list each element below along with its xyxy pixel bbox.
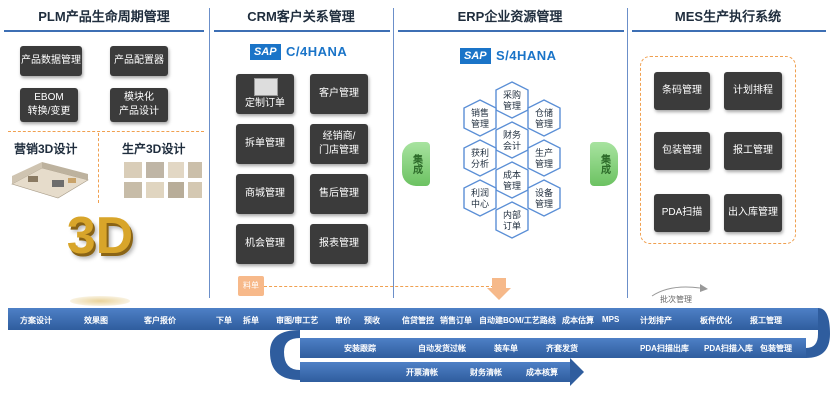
erp-title: ERP企业资源管理 xyxy=(457,9,563,24)
batch-arrow xyxy=(651,284,708,297)
step-label: 审价 xyxy=(335,316,351,325)
bom-flow-line xyxy=(264,286,494,287)
hex-production xyxy=(527,139,561,177)
step-label: 客户报价 xyxy=(144,316,176,325)
mes-box-packaging: 包装管理 xyxy=(654,132,710,170)
integration-left-badge: 集成 xyxy=(402,142,430,186)
column-separator xyxy=(209,8,210,298)
hex-internal-order xyxy=(495,201,529,239)
svg-text:销售管理: 销售管理 xyxy=(471,107,489,129)
mes-title-underline xyxy=(632,30,826,32)
mes-box-inout: 出入库管理 xyxy=(724,194,782,232)
bom-tag: 料单 xyxy=(238,276,264,296)
step-label: 自动发货过帐 xyxy=(418,344,466,353)
step-label: 审图/审工艺 xyxy=(276,316,319,325)
hex-sales xyxy=(463,99,497,137)
production-3d-label: 生产3D设计 xyxy=(122,142,186,156)
crm-box-report: 报表管理 xyxy=(310,224,368,264)
hex-profitability xyxy=(463,139,497,177)
step-label: 装车单 xyxy=(494,344,518,353)
step-label: 信贷管控 xyxy=(402,316,434,325)
production-3d-image xyxy=(124,162,202,198)
batch-tag: 批次管理 xyxy=(660,295,692,304)
sap-logo-crm: SAP xyxy=(250,44,281,60)
svg-text:利润中心: 利润中心 xyxy=(471,187,489,209)
svg-text:仓储管理: 仓储管理 xyxy=(535,107,553,129)
svg-text:生产管理: 生产管理 xyxy=(535,147,553,169)
step-label: 计划排产 xyxy=(640,316,672,325)
crm-box-after-sales: 售后管理 xyxy=(310,174,368,214)
bom-flow-arrow xyxy=(487,278,511,300)
marketing-3d-label: 营销3D设计 xyxy=(14,142,78,156)
step-label: 成本核算 xyxy=(526,368,558,377)
mes-title: MES生产执行系统 xyxy=(674,9,782,24)
plm-box-product-data: 产品数据管理 xyxy=(20,46,82,76)
hex-procurement xyxy=(495,81,529,119)
svg-text:获利分析: 获利分析 xyxy=(471,147,489,169)
order-form-icon xyxy=(254,78,278,96)
gold-3d-shadow xyxy=(70,296,130,306)
crm-box-mall: 商城管理 xyxy=(236,174,294,214)
hex-equipment xyxy=(527,179,561,217)
step-label: 开票清帐 xyxy=(406,368,438,377)
step-label: 报工管理 xyxy=(750,316,782,325)
crm-product-name: C/4HANA xyxy=(286,44,348,59)
step-label: 效果图 xyxy=(84,316,108,325)
column-separator xyxy=(627,8,628,298)
plm-title: PLM产品生命周期管理 xyxy=(38,9,170,24)
step-label: 预收 xyxy=(364,316,380,325)
svg-text:财务会计: 财务会计 xyxy=(503,129,521,151)
step-label: 拆单 xyxy=(243,316,259,325)
plm-divider-vertical xyxy=(98,133,99,203)
svg-text:成本管理: 成本管理 xyxy=(503,169,521,191)
erp-product-name: S/4HANA xyxy=(496,48,557,63)
step-label: 下单 xyxy=(216,316,232,325)
crm-title-underline xyxy=(214,30,390,32)
plm-box-modular-design: 模块化 产品设计 xyxy=(110,88,168,122)
crm-box-custom-order: 定制订单 xyxy=(236,74,294,114)
step-label: 成本估算 xyxy=(562,316,594,325)
marketing-3d-image xyxy=(11,162,89,199)
mes-box-work-report: 报工管理 xyxy=(724,132,782,170)
hex-finance xyxy=(495,121,529,159)
step-label: PDA扫描出库 xyxy=(640,344,689,353)
erp-title-underline xyxy=(398,30,624,32)
erp-honeycomb: 采购管理 销售管理 仓储管理 财务会计 获利分析 生产管理 成本管理 利润中心 … xyxy=(463,81,561,239)
plm-title-underline xyxy=(4,30,204,32)
step-label: MPS xyxy=(602,315,620,324)
svg-text:设备管理: 设备管理 xyxy=(535,187,553,209)
step-label: 包装管理 xyxy=(760,344,792,353)
mes-frame xyxy=(640,56,796,244)
step-label: 板件优化 xyxy=(700,316,732,325)
hex-profit-center xyxy=(463,179,497,217)
hex-cost xyxy=(495,161,529,199)
crm-box-opportunity: 机会管理 xyxy=(236,224,294,264)
svg-text:内部订单: 内部订单 xyxy=(503,209,521,231)
mes-box-scheduling: 计划排程 xyxy=(724,72,782,110)
column-separator xyxy=(393,8,394,298)
step-label: 销售订单 xyxy=(440,316,472,325)
hex-label: 采购管理 xyxy=(503,89,521,111)
integration-right-badge: 集成 xyxy=(590,142,618,186)
crm-box-customer: 客户管理 xyxy=(310,74,368,114)
gold-3d-badge: 3D xyxy=(66,207,134,265)
step-label: PDA扫描入库 xyxy=(704,344,753,353)
crm-box-split-order: 拆单管理 xyxy=(236,124,294,164)
step-label: 安装跟踪 xyxy=(344,344,376,353)
mes-box-barcode: 条码管理 xyxy=(654,72,710,110)
crm-title: CRM客户关系管理 xyxy=(247,9,355,24)
step-label: 财务清帐 xyxy=(470,368,502,377)
sap-logo-erp: SAP xyxy=(460,48,491,64)
mes-box-pda-scan: PDA扫描 xyxy=(654,194,710,232)
crm-box-dealer: 经销商/ 门店管理 xyxy=(310,124,368,164)
hex-warehouse xyxy=(527,99,561,137)
process-band xyxy=(8,308,830,386)
plm-divider-dashed xyxy=(8,131,204,132)
step-label: 齐套发货 xyxy=(546,344,578,353)
step-label: 自动建BOM/工艺路线 xyxy=(479,316,556,325)
plm-box-ebom: EBOM 转换/变更 xyxy=(20,88,78,122)
plm-box-configurator: 产品配置器 xyxy=(110,46,168,76)
step-label: 方案设计 xyxy=(20,316,52,325)
